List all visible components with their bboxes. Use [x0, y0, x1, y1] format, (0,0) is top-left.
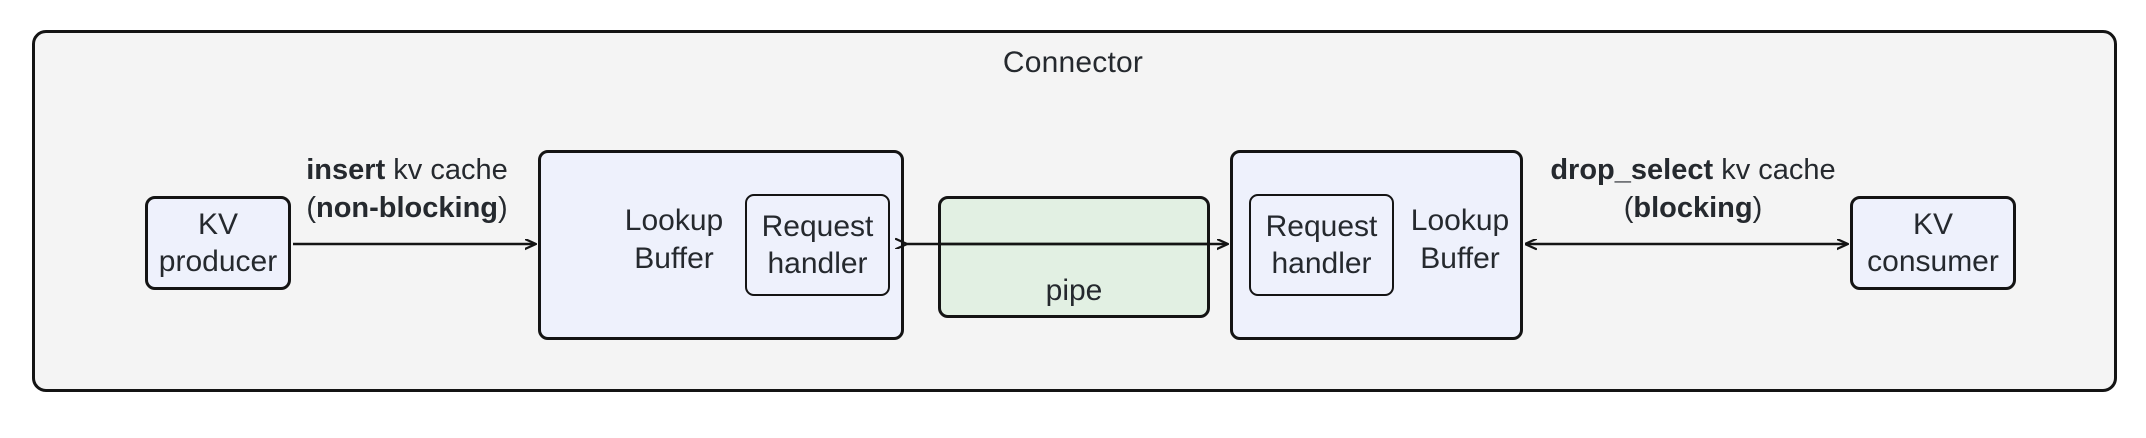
- drop-select-edge-label: drop_select kv cache (blocking): [1528, 152, 1858, 227]
- pipe-node: [938, 196, 1210, 318]
- right-request-handler-node: Request handler: [1249, 194, 1394, 296]
- insert-nonblocking: non-blocking: [315, 191, 499, 224]
- left-lookup-buffer-label: Lookup Buffer: [624, 204, 724, 275]
- connector-title: Connector: [1002, 46, 1144, 79]
- kv-consumer-label: KV consumer: [1867, 207, 1999, 279]
- insert-paren-close: ): [498, 191, 508, 224]
- drop-select-emphasis: drop_select: [1550, 154, 1714, 186]
- drop-select-plain: kv cache: [1713, 154, 1836, 186]
- insert-paren-open: (: [306, 191, 316, 224]
- insert-plain: kv cache: [385, 154, 508, 186]
- insert-edge-label: insert kv cache (non-blocking): [280, 152, 534, 227]
- kv-consumer-node: KV consumer: [1850, 196, 2016, 290]
- drop-select-paren-open: (: [1623, 191, 1634, 224]
- kv-producer-node: KV producer: [145, 196, 291, 290]
- pipe-label: pipe: [1045, 274, 1103, 307]
- drop-select-paren-close: ): [1752, 191, 1763, 224]
- insert-emphasis: insert: [306, 154, 386, 186]
- right-lookup-buffer-label: Lookup Buffer: [1410, 204, 1510, 275]
- drop-select-blocking: blocking: [1633, 191, 1753, 224]
- left-request-handler-node: Request handler: [745, 194, 890, 296]
- kv-producer-label: KV producer: [158, 207, 278, 279]
